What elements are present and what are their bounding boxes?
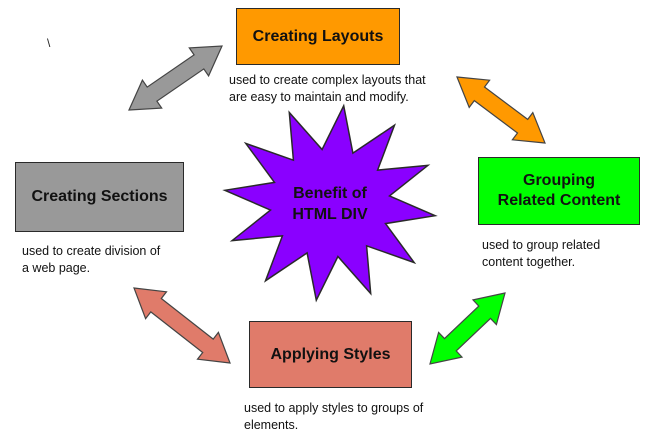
node-title: Applying Styles (270, 345, 391, 363)
node-description: used to group related content together. (482, 238, 601, 269)
arrow-sections-layouts (128, 45, 223, 111)
arrow-grouping-styles (429, 292, 506, 365)
node-title: Creating Sections (31, 188, 168, 205)
arrow-styles-sections (133, 287, 231, 364)
arrow-layouts-grouping (456, 76, 546, 144)
node-title: Grouping Related Content (497, 172, 621, 209)
node-grouping-related-content: Grouping Related Content (478, 157, 640, 225)
node-description: used to apply styles to groups of elemen… (244, 401, 424, 432)
benefit-starburst (222, 103, 438, 303)
center-label: Benefit of HTML DIV (292, 185, 368, 223)
stray-mark: \ (47, 36, 51, 50)
node-title: Creating Layouts (252, 27, 384, 45)
node-description: used to create complex layouts that are … (229, 73, 426, 104)
node-applying-styles: Applying Styles (249, 321, 412, 388)
node-creating-layouts: Creating Layouts (236, 8, 400, 65)
node-description: used to create division of a web page. (22, 244, 161, 275)
node-creating-sections: Creating Sections (15, 162, 184, 232)
